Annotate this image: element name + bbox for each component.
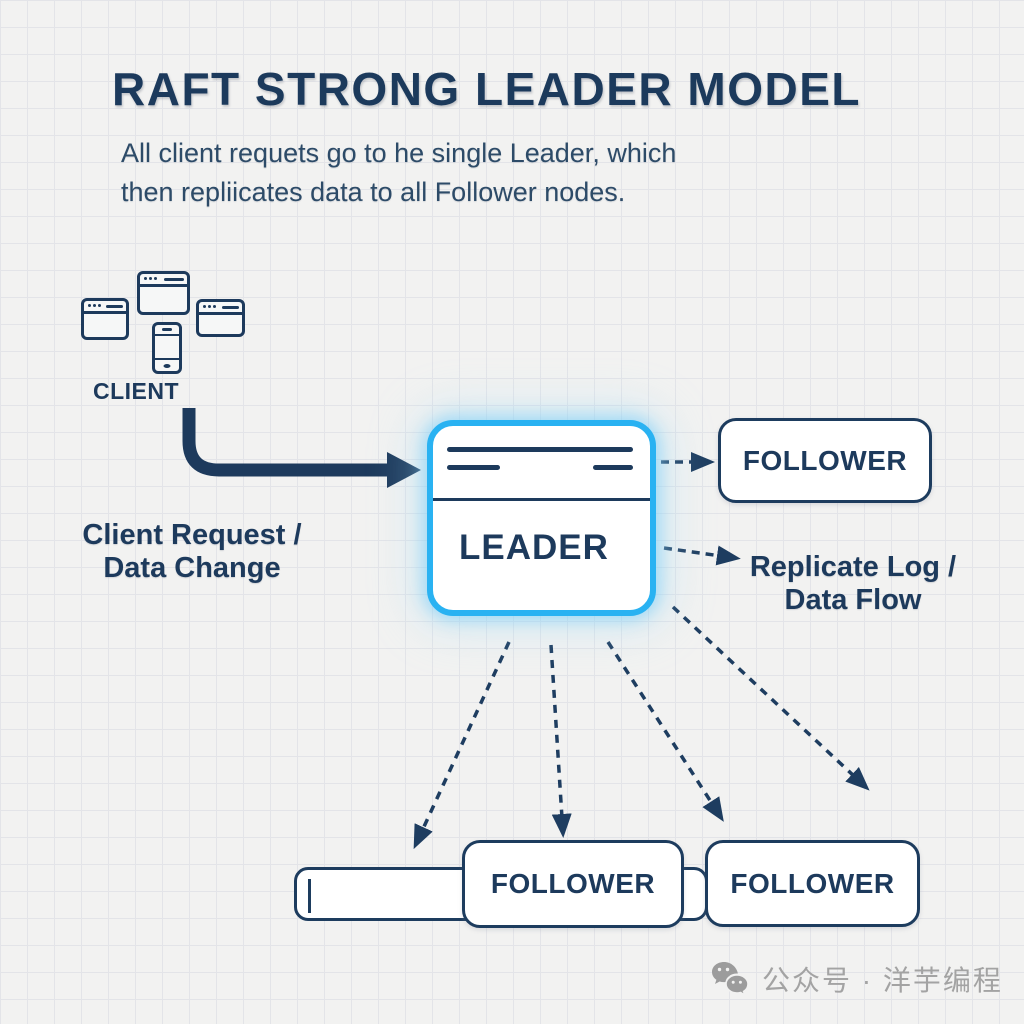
- browser-titlebar: [84, 301, 126, 314]
- client-request-label: Client Request / Data Change: [82, 519, 302, 584]
- page-title: RAFT STRONG LEADER MODEL: [112, 63, 861, 115]
- client-label: CLIENT: [93, 378, 180, 404]
- log-line-icon: [593, 465, 633, 470]
- follower-node-bottom-right: FOLLOWER: [705, 840, 920, 927]
- browser-dots-icon: [203, 305, 216, 308]
- follower-node-top: FOLLOWER: [718, 418, 932, 503]
- leader-to-bottom-follower-gap-arrow: [606, 641, 724, 822]
- browser-urlbar-icon: [222, 306, 239, 309]
- browser-urlbar-icon: [106, 305, 123, 308]
- watermark-text: 公众号 · 洋芋编程: [762, 965, 1003, 996]
- browser-window-icon: [81, 298, 129, 340]
- replicate-log-label: Replicate Log / Data Flow: [749, 551, 957, 616]
- leader-to-replicate-label-arrow: [663, 545, 741, 566]
- log-cursor-icon: [308, 879, 311, 913]
- leader-label: LEADER: [459, 528, 609, 567]
- leader-divider: [433, 498, 650, 501]
- leader-to-bottom-follower-2-arrow: [671, 605, 870, 791]
- browser-dots-icon: [88, 304, 101, 307]
- follower-label: FOLLOWER: [742, 444, 908, 476]
- client-to-leader-arrow: [182, 408, 421, 488]
- browser-window-icon: [196, 299, 245, 337]
- watermark: 公众号 · 洋芋编程: [710, 958, 1003, 1000]
- browser-titlebar: [140, 274, 187, 287]
- log-line-icon: [447, 465, 500, 470]
- smartphone-icon: [152, 322, 182, 374]
- follower-label: FOLLOWER: [490, 868, 656, 899]
- wechat-icon: [712, 962, 749, 997]
- follower-node-bottom-left: FOLLOWER: [462, 840, 684, 928]
- leader-node: LEADER: [427, 420, 656, 616]
- leader-to-bottom-follower-1-arrow: [549, 644, 572, 838]
- follower-label: FOLLOWER: [730, 867, 895, 899]
- leader-to-log-strip-arrow: [413, 641, 511, 850]
- browser-urlbar-icon: [164, 278, 184, 281]
- browser-dots-icon: [144, 277, 157, 280]
- page-subtitle: All client requets go to he single Leade…: [121, 138, 677, 207]
- browser-titlebar: [199, 302, 242, 315]
- log-line-icon: [447, 447, 633, 452]
- browser-window-icon: [137, 271, 190, 315]
